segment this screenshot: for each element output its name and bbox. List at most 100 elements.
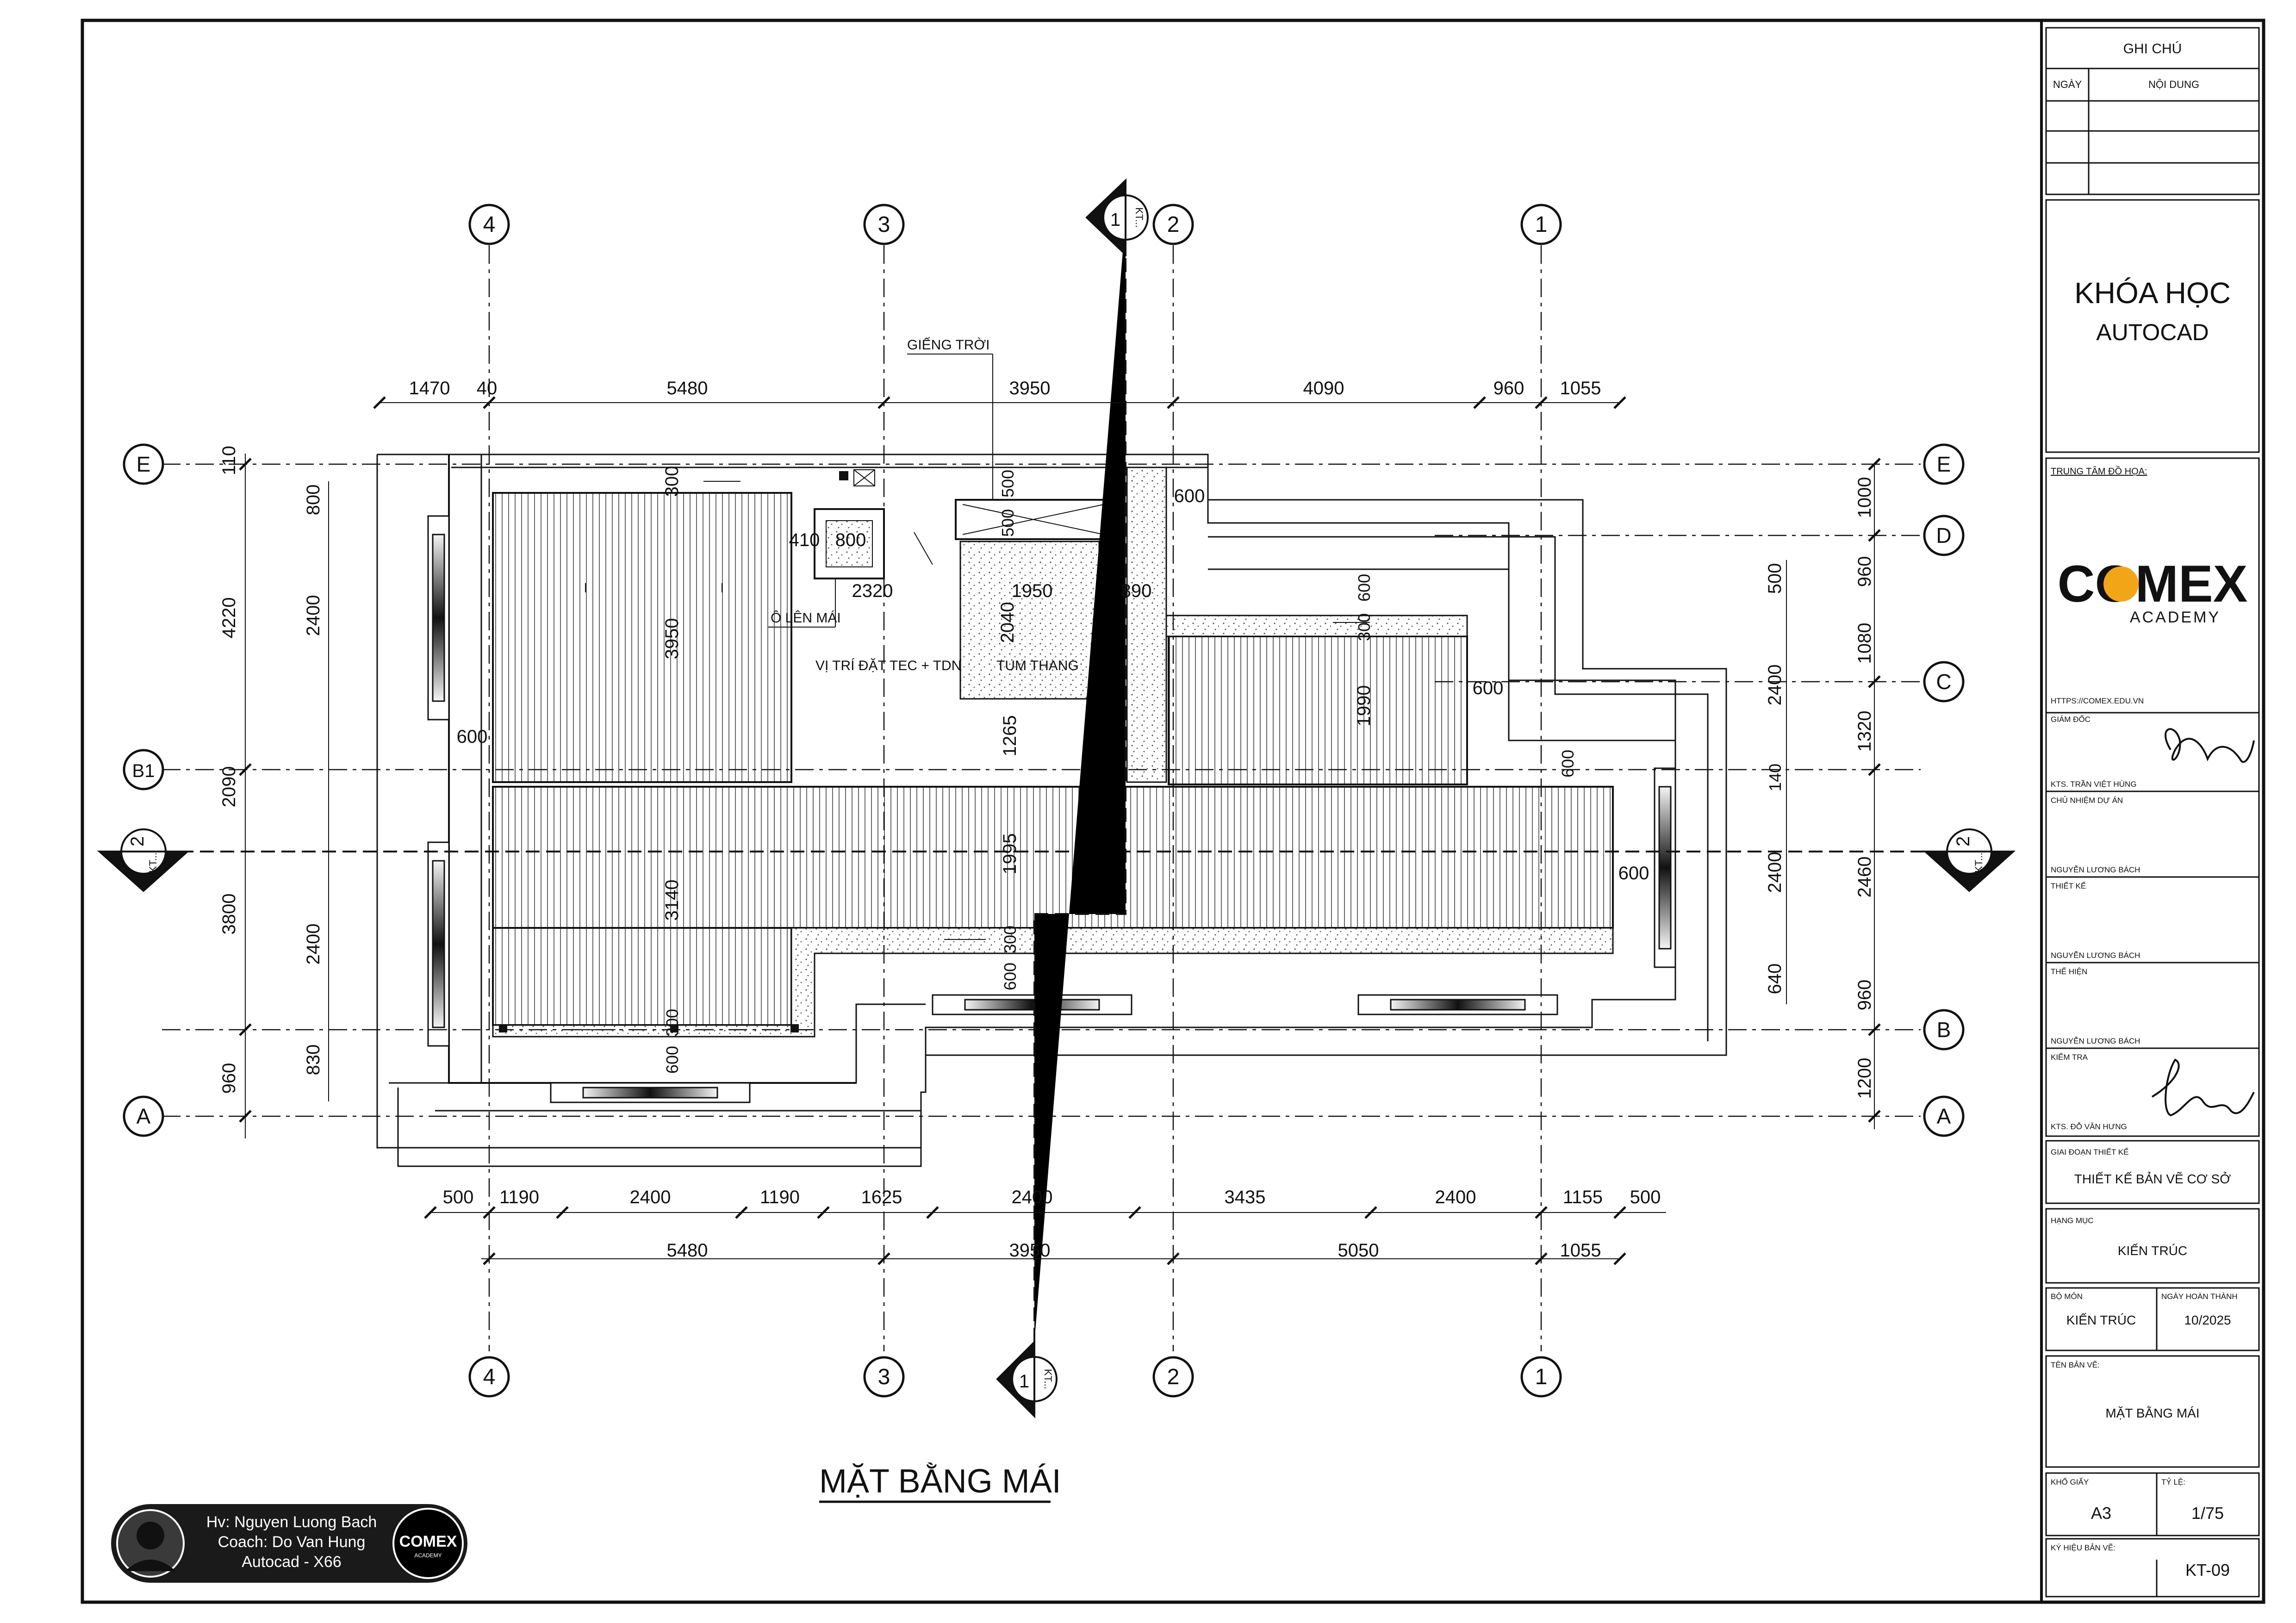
dim-left-outer-2: 2090	[219, 766, 239, 808]
dim-inner-12: 600	[1355, 574, 1374, 602]
check-signature	[2151, 1058, 2255, 1117]
notes-header: GHI CHÚ	[2123, 41, 2182, 56]
grid-bubble-right-A	[1923, 1095, 1965, 1137]
director-name: KTS. TRẦN VIỆT HÙNG	[2051, 780, 2136, 789]
grid-bubble-bottom-4	[468, 1356, 510, 1398]
dim-inner-9: 890	[1121, 581, 1152, 601]
label-roof-hatch: Ô LÊN MÁI	[771, 610, 841, 626]
grid-label-left-B1: B1	[132, 761, 155, 781]
grid-label-top-3: 3	[878, 212, 890, 237]
dept-label: BỘ MÔN	[2051, 1292, 2083, 1301]
dim-bot1-5: 2400	[1012, 1187, 1053, 1207]
check-label: KIỂM TRA	[2051, 1053, 2088, 1062]
flow-arrows	[579, 481, 1370, 1030]
dim-right-outer-0: 1000	[1854, 477, 1875, 518]
dim-top-0: 1470	[409, 378, 450, 398]
comex-logo-sub: ACADEMY	[2130, 609, 2221, 626]
draft-label: THỂ HIỆN	[2051, 967, 2087, 976]
dim-bot2-3: 1055	[1560, 1240, 1601, 1261]
dim-top-2: 5480	[667, 378, 708, 398]
grid-bubble-bottom-2	[1152, 1356, 1194, 1398]
roof-panel-left	[492, 492, 792, 783]
dim-inner-2: 800	[835, 530, 866, 550]
dim-inner-11: 300	[1355, 613, 1374, 641]
section-1-bottom-num: 1	[1019, 1371, 1029, 1392]
stair-tower	[499, 469, 1112, 1032]
dim-left-outer-1: 4220	[219, 597, 239, 639]
grid-label-right-C: C	[1936, 670, 1951, 694]
dim-left-outer-0: 110	[219, 446, 239, 475]
section-2-left-num: 2	[127, 836, 148, 846]
dim-inner-14: 600	[1473, 678, 1504, 698]
dim-inner-1: 410	[789, 530, 820, 550]
dim-left-inner-2: 2400	[303, 924, 324, 965]
dim-inner-13: 1990	[1354, 685, 1374, 727]
paper-label: KHỔ GIẤY	[2051, 1478, 2089, 1486]
dim-top-5: 960	[1493, 378, 1524, 398]
director-signature	[2165, 728, 2255, 763]
dim-inner-25: 600	[1573, 740, 1574, 741]
grid-label-right-E: E	[1937, 452, 1951, 476]
check-name: KTS. ĐỖ VĂN HƯNG	[2051, 1122, 2127, 1131]
dim-top-6: 1055	[1560, 378, 1601, 398]
section-marker-1-bottom	[996, 1340, 1058, 1418]
dim-inner-22: 600	[1001, 963, 1020, 990]
dim-right-outer-4: 2460	[1854, 857, 1875, 898]
section-2-right-num: 2	[1953, 836, 1973, 846]
grid-bubble-left-B1	[123, 749, 164, 790]
title-block	[2045, 27, 2260, 1598]
director-label: GIÁM ĐỐC	[2051, 715, 2091, 724]
dim-inner-18: 600	[457, 727, 488, 747]
badge-logo-sub: ACADEMY	[414, 1552, 442, 1559]
grid-label-top-1: 1	[1535, 212, 1548, 237]
badge-coach: Coach: Do Van Hung	[218, 1533, 366, 1551]
label-skylight: GIẾNG TRỜI	[907, 337, 990, 353]
section-marker-2-right	[1923, 828, 2016, 892]
title-block-frame	[2040, 19, 2265, 1604]
grid-label-left-E: E	[137, 452, 151, 476]
grid-bubble-top-4	[468, 204, 510, 245]
grid-label-bottom-3: 3	[878, 1365, 890, 1389]
dim-left-inner-3: 830	[303, 1045, 324, 1076]
dimension-lines	[239, 396, 1881, 1265]
phase-value: THIẾT KẾ BẢN VẼ CƠ SỞ	[2074, 1171, 2231, 1186]
design-label: THIẾT KẾ	[2051, 882, 2086, 890]
dim-inner-21: 300	[1001, 926, 1020, 953]
grid-label-right-A: A	[1937, 1104, 1951, 1128]
dim-inner-8: 2040	[997, 602, 1018, 643]
label-stair: TUM THANG	[996, 658, 1079, 673]
section-marker-1-top	[1085, 178, 1149, 257]
dim-inner-0: 300	[662, 466, 682, 497]
notes-col-date: NGÀY	[2053, 79, 2082, 90]
section-1-bottom-ref: KT...	[1042, 1369, 1054, 1389]
dim-left-outer-4: 960	[219, 1063, 239, 1094]
dim-right-outer-3: 1320	[1854, 711, 1875, 752]
dim-left-inner-0: 800	[303, 485, 324, 516]
dim-bot1-4: 1625	[861, 1187, 902, 1207]
dim-bot2-0: 5480	[667, 1240, 708, 1261]
gutter-right	[1165, 615, 1468, 637]
code-value: KT-09	[2185, 1561, 2230, 1579]
section-marker-2-left	[97, 828, 190, 892]
roof-panel-main	[492, 786, 1614, 929]
grid-bubble-right-E	[1923, 443, 1965, 485]
sheet-name-label: TÊN BẢN VẼ:	[2051, 1361, 2100, 1369]
grid-bubbles	[123, 204, 1965, 1398]
grid-label-bottom-4: 4	[483, 1365, 496, 1389]
section-2-left-ref: KT...	[147, 852, 159, 873]
dim-right-outer-2: 1080	[1854, 623, 1875, 664]
dim-bot2-1: 3950	[1009, 1240, 1051, 1261]
scale-value: 1/75	[2191, 1504, 2224, 1523]
paper-value: A3	[2091, 1504, 2111, 1523]
dim-right-outer-5: 960	[1854, 980, 1875, 1011]
dim-left-inner-1: 2400	[303, 595, 324, 636]
dim-right-inner-3: 2400	[1765, 852, 1785, 893]
grid-label-bottom-1: 1	[1535, 1365, 1548, 1389]
grid-label-left-A: A	[137, 1104, 151, 1128]
dim-right-inner-1: 2400	[1765, 665, 1785, 706]
design-name: NGUYỄN LƯƠNG BÁCH	[2051, 951, 2140, 960]
dim-inner-5: 500	[998, 470, 1017, 497]
dim-inner-7: 1950	[1012, 581, 1053, 601]
dim-inner-17: 3140	[662, 880, 682, 921]
dim-right-inner-2: 140	[1766, 764, 1785, 791]
